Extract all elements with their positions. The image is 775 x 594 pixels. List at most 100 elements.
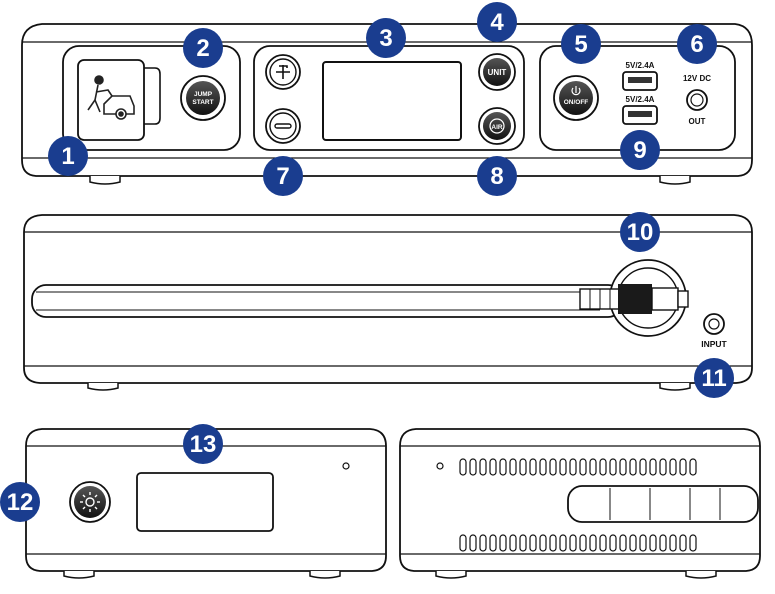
svg-text:2: 2 — [196, 35, 209, 62]
vent-slot — [629, 458, 637, 476]
input-port[interactable] — [703, 313, 725, 335]
callout-5: 5 — [561, 24, 601, 64]
light-button[interactable] — [69, 481, 111, 523]
vent-slot — [659, 534, 667, 552]
vent-slot — [659, 458, 667, 476]
vent-slot — [599, 458, 607, 476]
vent-slot — [679, 534, 687, 552]
lcd-display — [322, 61, 462, 141]
vent-slot — [519, 458, 527, 476]
vent-slot — [539, 534, 547, 552]
vent-slot — [669, 534, 677, 552]
svg-text:5: 5 — [574, 31, 587, 58]
input-label: INPUT — [701, 339, 727, 349]
vent-slot — [509, 534, 517, 552]
power-icon — [571, 86, 581, 96]
usb-top-label: 5V/2.4A — [626, 61, 655, 70]
svg-text:4: 4 — [490, 9, 504, 36]
power-label: ON/OFF — [564, 99, 589, 106]
vent-slot — [589, 458, 597, 476]
svg-text:6: 6 — [690, 31, 703, 58]
vent-slot — [569, 534, 577, 552]
hose-channel — [31, 284, 623, 318]
vent-slot — [639, 458, 647, 476]
usb-bottom-label: 5V/2.4A — [626, 95, 655, 104]
vent-slot — [559, 458, 567, 476]
flashlight-lens — [136, 472, 274, 532]
hose-clip — [567, 485, 759, 523]
vent-slot — [489, 534, 497, 552]
air-button[interactable]: AIR — [478, 107, 516, 145]
vent-slot — [459, 534, 467, 552]
vent-slot — [609, 534, 617, 552]
dc-out-label-bottom: OUT — [689, 117, 706, 126]
jump-start-button[interactable]: JUMP START — [180, 75, 226, 121]
callout-4: 4 — [477, 2, 517, 42]
vent-slot — [529, 458, 537, 476]
unit-button[interactable]: UNIT — [478, 53, 516, 91]
plus-icon — [276, 65, 290, 79]
svg-text:3: 3 — [379, 25, 392, 52]
usb-port-bottom[interactable] — [622, 105, 658, 125]
svg-text:13: 13 — [190, 431, 217, 458]
callout-3: 3 — [366, 18, 406, 58]
vent-slot — [619, 458, 627, 476]
callout-9: 9 — [620, 130, 660, 170]
svg-text:1: 1 — [61, 143, 74, 170]
vent-slot — [509, 458, 517, 476]
air-label: AIR — [491, 124, 503, 131]
callout-12: 12 — [0, 482, 40, 522]
vent-slot — [549, 534, 557, 552]
vent-slot — [529, 534, 537, 552]
vent-slot — [569, 458, 577, 476]
vent-slot — [469, 458, 477, 476]
callout-13: 13 — [183, 424, 223, 464]
vent-slot — [469, 534, 477, 552]
vent-slot — [619, 534, 627, 552]
side-view: INPUT — [23, 214, 753, 391]
vent-slot — [519, 534, 527, 552]
callout-2: 2 — [183, 28, 223, 68]
vent-slot — [459, 458, 467, 476]
svg-text:11: 11 — [701, 365, 726, 392]
minus-icon — [274, 123, 292, 129]
callout-6: 6 — [677, 24, 717, 64]
vent-slot — [649, 458, 657, 476]
usb-port-icon — [628, 77, 652, 83]
vent-slot — [689, 458, 697, 476]
air-hose-icon[interactable] — [579, 259, 689, 337]
power-button[interactable]: ON/OFF — [553, 75, 599, 121]
svg-text:7: 7 — [276, 163, 289, 190]
vent-slot — [579, 458, 587, 476]
vent-slot — [629, 534, 637, 552]
callout-11: 11 — [694, 358, 734, 398]
plus-button[interactable] — [265, 54, 301, 90]
dc-out-port[interactable] — [686, 89, 708, 111]
svg-text:12: 12 — [7, 489, 34, 516]
jump-start-label-2: START — [192, 99, 213, 106]
vent-slot — [489, 458, 497, 476]
end-view-right — [399, 428, 761, 579]
svg-text:8: 8 — [490, 163, 503, 190]
minus-button[interactable] — [265, 108, 301, 144]
callouts: 1 2 3 4 5 6 7 8 9 10 11 12 13 — [0, 2, 734, 522]
vent-slot — [609, 458, 617, 476]
vent-slot — [599, 534, 607, 552]
vent-slot — [549, 458, 557, 476]
vent-slot — [499, 534, 507, 552]
vent-slot — [559, 534, 567, 552]
input-port-icon — [708, 318, 720, 330]
clamp-port-cover[interactable] — [77, 59, 161, 141]
vent-slot — [649, 534, 657, 552]
dc-out-label-top: 12V DC — [683, 74, 711, 83]
vent-slot — [689, 534, 697, 552]
light-icon — [80, 492, 100, 512]
jump-start-label-1: JUMP — [194, 91, 213, 98]
vent-slot — [589, 534, 597, 552]
vent-slot — [679, 458, 687, 476]
vent-slot — [639, 534, 647, 552]
usb-port-top[interactable] — [622, 71, 658, 91]
vent-slot — [479, 534, 487, 552]
vent-slot — [539, 458, 547, 476]
